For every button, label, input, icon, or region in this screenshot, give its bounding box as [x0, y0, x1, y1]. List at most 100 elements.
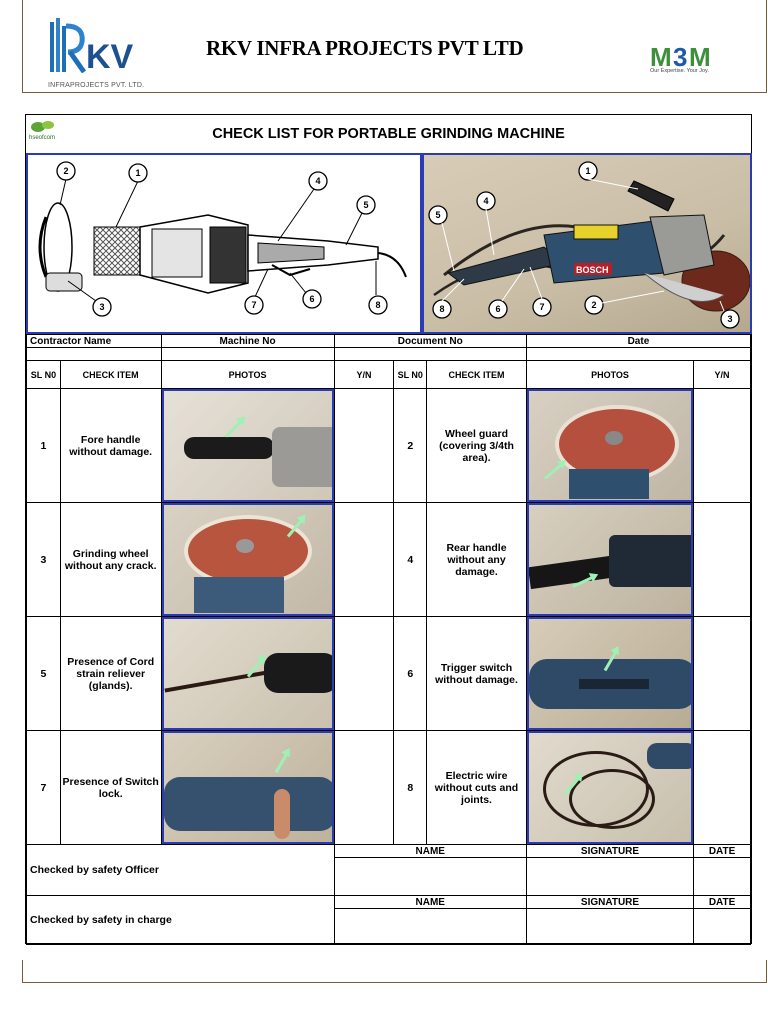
svg-text:2: 2 — [63, 166, 68, 176]
yn-field[interactable] — [693, 388, 751, 503]
photo-callout-4: 4 — [476, 191, 496, 211]
svg-text:KV: KV — [86, 38, 134, 76]
switch-lock-photo — [162, 731, 334, 844]
item-photo-cell — [525, 730, 695, 845]
officer-signature-field[interactable] — [525, 857, 695, 896]
frame-right-top — [766, 0, 767, 92]
item-photo-cell — [160, 388, 335, 503]
safety-officer-label: Checked by safety Officer — [26, 844, 335, 896]
item-photo-cell — [160, 730, 335, 845]
item-no: 2 — [393, 388, 428, 503]
grinder-photo-drawing: BOSCH 1 4 5 8 6 7 2 3 — [428, 161, 750, 329]
company-name: RKV INFRA PROJECTS PVT LTD — [206, 36, 524, 60]
item-text: Grinding wheel without any crack. — [59, 502, 162, 617]
item-no: 6 — [393, 616, 428, 731]
item-photo-cell — [525, 502, 695, 617]
table-row: 3 Grinding wheel without any crack. 4 Re… — [26, 502, 751, 617]
electric-wire-photo — [527, 731, 693, 844]
incharge-name-field[interactable] — [333, 908, 527, 945]
arrow-icon — [274, 752, 288, 774]
callout-3: 3 — [92, 297, 112, 317]
photo-callout-2: 2 — [584, 295, 604, 315]
item-photo-cell — [160, 616, 335, 731]
yn-field[interactable] — [333, 388, 395, 503]
callout-2: 2 — [56, 161, 76, 181]
yn-field[interactable] — [693, 502, 751, 617]
svg-text:7: 7 — [539, 302, 544, 312]
col-check-item: CHECK ITEM — [59, 360, 162, 389]
leaf-icon — [31, 121, 54, 132]
item-photo-cell — [525, 616, 695, 731]
date-header: DATE — [693, 895, 751, 909]
col-sl-no-2: SL N0 — [393, 360, 428, 389]
item-no: 1 — [26, 388, 61, 503]
yn-field[interactable] — [693, 616, 751, 731]
svg-text:3: 3 — [727, 314, 732, 324]
machine-no-field[interactable] — [160, 347, 335, 361]
incharge-signature-field[interactable] — [525, 908, 695, 945]
svg-text:M: M — [650, 42, 672, 70]
item-photo-cell — [525, 388, 695, 503]
table-row: 1 Fore handle without damage. 2 Wheel gu… — [26, 388, 751, 503]
photo-callout-3: 3 — [720, 309, 740, 329]
item-text: Presence of Cord strain reliever (glands… — [59, 616, 162, 731]
callout-7: 7 — [244, 295, 264, 315]
client-tagline: Our Expertise. Your Joy. — [650, 68, 709, 74]
svg-text:1: 1 — [135, 168, 140, 178]
frame-bottom-rule — [22, 982, 767, 983]
incharge-date-field[interactable] — [693, 908, 751, 945]
frame-left-top — [22, 0, 23, 92]
document-no-label: Document No — [333, 334, 527, 348]
hse-logo-text: hseofcom — [29, 135, 56, 141]
svg-text:4: 4 — [315, 176, 320, 186]
rear-handle-photo — [527, 503, 693, 616]
company-logo-subtext: INFRAPROJECTS PVT. LTD. — [48, 82, 145, 89]
svg-text:5: 5 — [435, 210, 440, 220]
arrow-icon — [224, 419, 243, 438]
company-logo: KV INFRAPROJECTS PVT. LTD. — [44, 16, 146, 94]
item-text: Trigger switch without damage. — [426, 616, 527, 731]
col-yn-2: Y/N — [693, 360, 751, 389]
svg-text:3: 3 — [99, 302, 104, 312]
svg-text:4: 4 — [483, 196, 488, 206]
sheet-header: hseofcom CHECK LIST FOR PORTABLE GRINDIN… — [26, 115, 751, 154]
yn-field[interactable] — [693, 730, 751, 845]
name-header: NAME — [333, 844, 527, 858]
yn-field[interactable] — [333, 502, 395, 617]
date-label: Date — [525, 334, 752, 348]
contractor-name-field[interactable] — [26, 347, 162, 361]
callout-4: 4 — [308, 171, 328, 191]
safety-in-charge-label: Checked by safety in charge — [26, 895, 335, 945]
frame-left-bottom — [22, 960, 23, 982]
col-sl-no: SL N0 — [26, 360, 61, 389]
item-text: Presence of Switch lock. — [59, 730, 162, 845]
grinder-diagram: 1 2 3 4 5 6 7 8 — [26, 153, 422, 334]
item-no: 3 — [26, 502, 61, 617]
m3m-logo-icon: M 3 M — [650, 42, 711, 72]
yn-field[interactable] — [333, 616, 395, 731]
officer-date-field[interactable] — [693, 857, 751, 896]
svg-text:3: 3 — [673, 42, 687, 70]
client-logo: M 3 M Our Expertise. Your Joy. — [648, 40, 724, 84]
arrow-icon — [543, 463, 563, 480]
svg-text:M: M — [689, 42, 711, 70]
item-text: Fore handle without damage. — [59, 388, 162, 503]
yn-field[interactable] — [333, 730, 395, 845]
callout-1: 1 — [128, 163, 148, 183]
name-header: NAME — [333, 895, 527, 909]
callout-8: 8 — [368, 295, 388, 315]
rkv-logo-icon: KV — [50, 18, 134, 76]
contractor-name-label: Contractor Name — [26, 334, 162, 348]
svg-text:1: 1 — [585, 166, 590, 176]
sheet-title: CHECK LIST FOR PORTABLE GRINDING MACHINE — [212, 126, 565, 142]
hse-logo: hseofcom — [29, 119, 69, 145]
document-no-field[interactable] — [333, 347, 527, 361]
svg-text:6: 6 — [309, 294, 314, 304]
col-check-item-2: CHECK ITEM — [426, 360, 527, 389]
item-text: Wheel guard (covering 3/4th area). — [426, 388, 527, 503]
officer-name-field[interactable] — [333, 857, 527, 896]
date-header: DATE — [693, 844, 751, 858]
col-photos-2: PHOTOS — [525, 360, 695, 389]
date-field[interactable] — [525, 347, 752, 361]
photo-callout-1: 1 — [578, 161, 598, 181]
